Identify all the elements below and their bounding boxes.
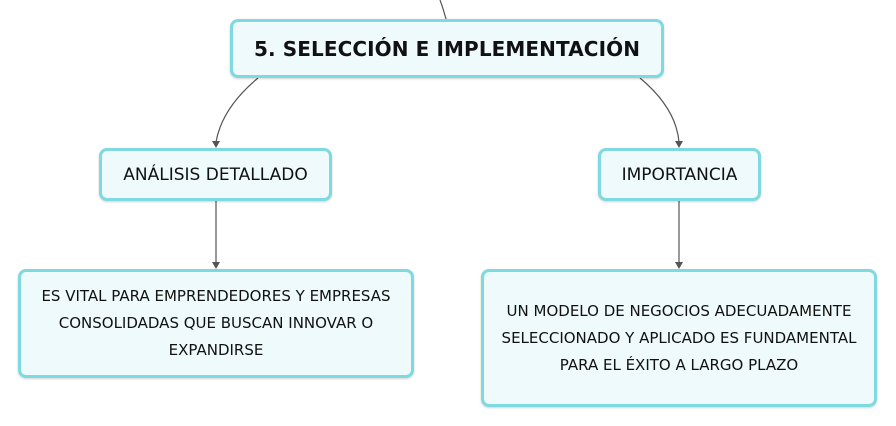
root-node[interactable]: 5. SELECCIÓN E IMPLEMENTACIÓN — [230, 19, 664, 78]
incoming-connector — [439, 0, 447, 20]
connector-root-to-analisis — [215, 77, 259, 143]
arrowhead-importancia — [675, 141, 683, 148]
node-importancia-label: IMPORTANCIA — [621, 164, 738, 185]
node-modelo-negocios-label: UN MODELO DE NEGOCIOS ADECUADAMENTE SELE… — [501, 301, 857, 374]
connector-root-to-importancia — [639, 77, 680, 143]
arrowhead-modelo — [675, 262, 683, 269]
node-es-vital-label: ES VITAL PARA EMPRENDEDORES Y EMPRESAS C… — [41, 287, 391, 359]
node-analisis-detallado[interactable]: ANÁLISIS DETALLADO — [99, 148, 332, 201]
node-analisis-detallado-label: ANÁLISIS DETALLADO — [123, 164, 308, 185]
arrowhead-vital — [212, 262, 220, 269]
node-importancia[interactable]: IMPORTANCIA — [598, 148, 761, 201]
arrowhead-analisis — [212, 141, 220, 148]
node-es-vital[interactable]: ES VITAL PARA EMPRENDEDORES Y EMPRESAS C… — [18, 269, 414, 378]
root-node-label: 5. SELECCIÓN E IMPLEMENTACIÓN — [253, 36, 641, 61]
node-modelo-negocios[interactable]: UN MODELO DE NEGOCIOS ADECUADAMENTE SELE… — [481, 269, 877, 407]
